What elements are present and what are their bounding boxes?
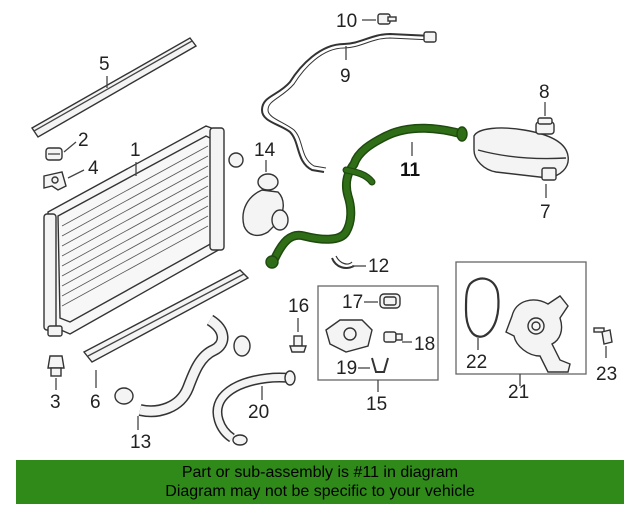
part-18-sensor[interactable] bbox=[383, 331, 403, 343]
part-15-housing[interactable] bbox=[325, 319, 373, 353]
part-1-radiator[interactable] bbox=[43, 125, 244, 337]
callout-23: 23 bbox=[596, 364, 617, 385]
callout-19: 19 bbox=[336, 358, 357, 379]
callout-11: 11 bbox=[400, 160, 421, 181]
callout-7: 7 bbox=[540, 202, 551, 223]
callout-5: 5 bbox=[99, 54, 110, 75]
callout-2: 2 bbox=[78, 130, 89, 151]
callout-6: 6 bbox=[90, 392, 101, 413]
part-21-thermostat-housing[interactable] bbox=[505, 295, 571, 373]
callout-1: 1 bbox=[130, 140, 141, 161]
part-6-lower-deflector[interactable] bbox=[82, 269, 250, 363]
banner-line-2: Diagram may not be specific to your vehi… bbox=[165, 483, 475, 500]
callout-21: 21 bbox=[508, 382, 529, 403]
info-banner: Part or sub-assembly is #11 in diagram D… bbox=[16, 460, 624, 504]
part-5-upper-deflector[interactable] bbox=[31, 37, 198, 138]
callout-14: 14 bbox=[254, 140, 276, 161]
part-17-gasket[interactable] bbox=[379, 293, 401, 309]
part-3-drain-plug[interactable] bbox=[47, 355, 65, 377]
part-10-sensor[interactable] bbox=[377, 13, 397, 25]
part-8-cap[interactable] bbox=[535, 117, 555, 135]
part-22-gasket[interactable] bbox=[464, 277, 500, 338]
part-19-clip[interactable] bbox=[371, 357, 389, 373]
callout-4: 4 bbox=[88, 158, 99, 179]
part-11-hose-highlighted[interactable] bbox=[265, 123, 468, 269]
callout-22: 22 bbox=[466, 352, 487, 373]
part-9-line[interactable] bbox=[260, 31, 437, 173]
part-20-hose[interactable] bbox=[212, 370, 296, 446]
part-13-lower-radiator-hose[interactable] bbox=[114, 314, 251, 418]
callout-17: 17 bbox=[342, 292, 363, 313]
callout-12: 12 bbox=[368, 256, 389, 277]
callout-15: 15 bbox=[366, 394, 387, 415]
part-7-reservoir[interactable] bbox=[473, 127, 569, 181]
callout-20: 20 bbox=[248, 402, 269, 423]
callout-10: 10 bbox=[336, 11, 357, 32]
part-16-bolt[interactable] bbox=[289, 335, 307, 353]
callout-9: 9 bbox=[340, 66, 351, 87]
part-12-clamp[interactable] bbox=[331, 255, 355, 269]
callout-18: 18 bbox=[414, 334, 435, 355]
banner-line-1: Part or sub-assembly is #11 in diagram bbox=[181, 464, 459, 481]
part-23-bolt[interactable] bbox=[593, 327, 613, 345]
callout-8: 8 bbox=[539, 82, 550, 103]
part-14-hose[interactable] bbox=[242, 173, 289, 237]
part-2-clip[interactable] bbox=[45, 147, 63, 161]
group-21-box bbox=[455, 261, 587, 375]
callout-16: 16 bbox=[288, 296, 309, 317]
callout-13: 13 bbox=[130, 432, 151, 453]
callout-3: 3 bbox=[50, 392, 61, 413]
part-4-bracket[interactable] bbox=[43, 171, 67, 191]
